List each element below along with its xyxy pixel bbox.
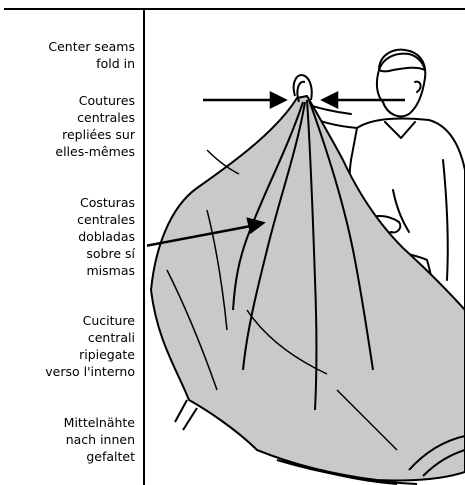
caption-italian: Cuciture centrali ripiegate verso l'inte… (45, 312, 135, 380)
cover-illustration (147, 10, 465, 485)
caption-french: Coutures centrales repliées sur elles-mê… (55, 92, 135, 160)
caption-german: Mittelnähte nach innen gefaltet (64, 414, 135, 465)
caption-spanish: Costuras centrales dobladas sobre sí mis… (77, 194, 135, 279)
caption-panel: Center seams fold in Coutures centrales … (4, 8, 145, 485)
caption-english: Center seams fold in (48, 38, 135, 72)
arrow-left-pointing (203, 93, 285, 107)
